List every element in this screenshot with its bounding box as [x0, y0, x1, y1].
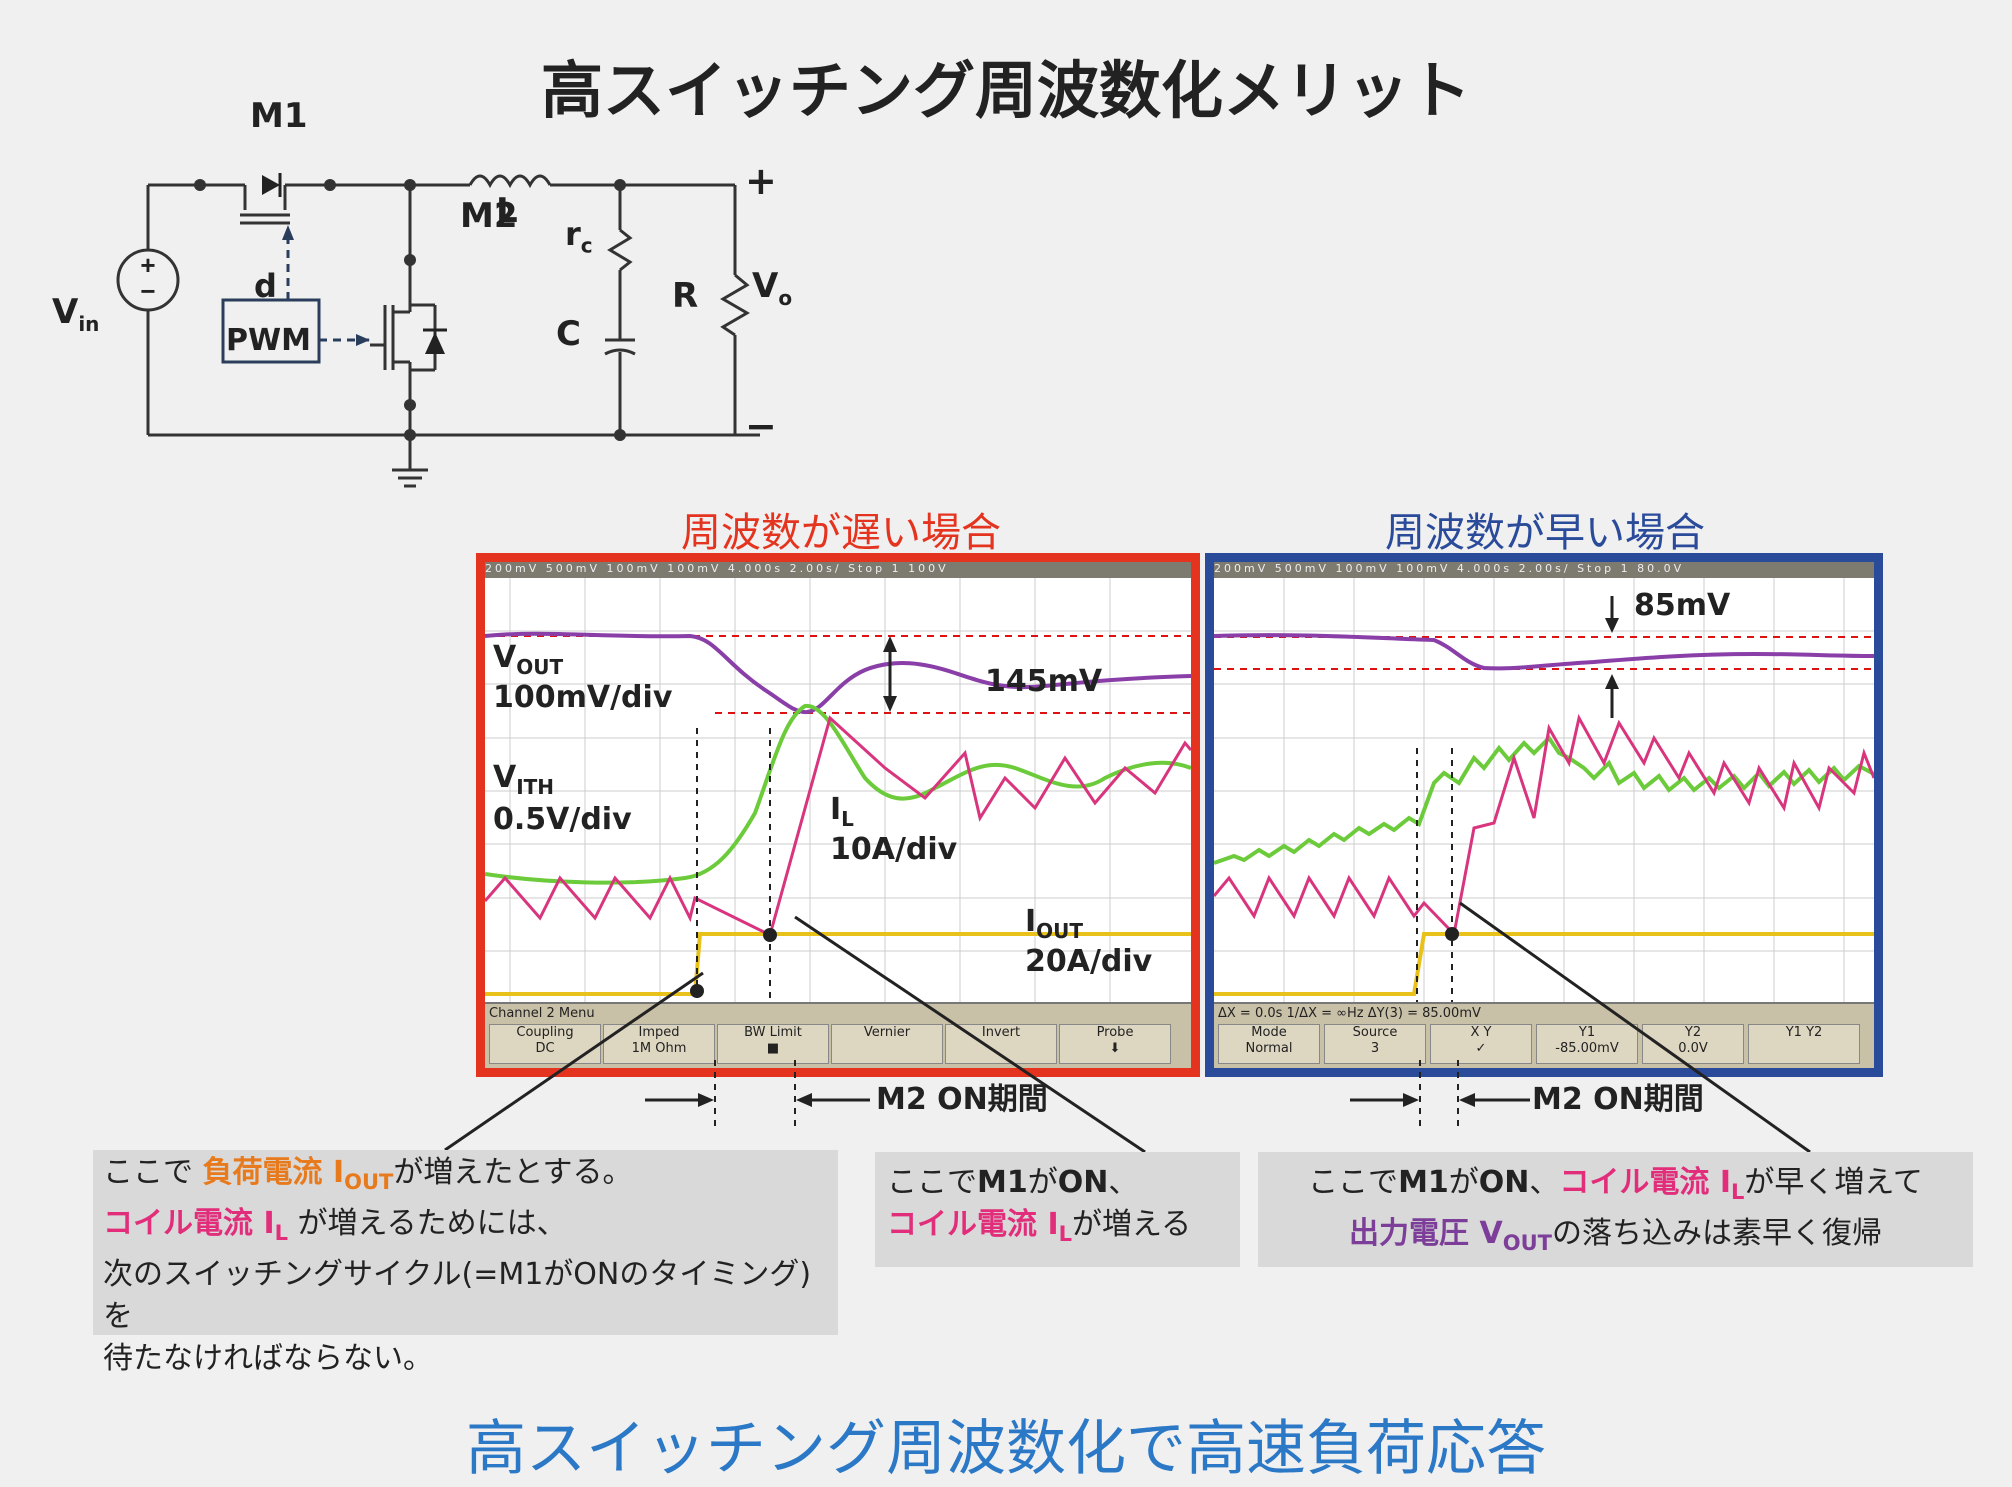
note-m1-on-fast: ここでM1がON、コイル電流 ILが早く増えて 出力電圧 VOUTの落ち込みは素…	[1258, 1152, 1973, 1267]
scope-menu-bar: ΔX = 0.0s 1/ΔX = ∞Hz ΔY(3) = 85.00mV Mod…	[1214, 1002, 1874, 1068]
fast-frequency-scope: 200mV 500mV 100mV 100mV 4.000s 2.00s/ St…	[1205, 553, 1883, 1077]
il-scale: 10A/div	[830, 832, 958, 867]
svg-text:+: +	[140, 250, 155, 280]
vout-label: VOUT	[493, 640, 564, 680]
scope-menu-bar: Channel 2 Menu Coupling DC Imped 1M Ohm …	[485, 1002, 1191, 1068]
m1-label: M1	[250, 96, 308, 136]
menu-bw-limit[interactable]: BW Limit ■	[717, 1024, 829, 1064]
m2-on-period-left: M2 ON期間	[876, 1082, 1048, 1117]
slow-waveforms	[485, 578, 1191, 1004]
buck-converter-circuit: + −	[116, 173, 760, 488]
m2-label: M2	[460, 196, 518, 236]
menu-title: Channel 2 Menu	[489, 1006, 595, 1021]
iout-label: IOUT	[1025, 904, 1084, 944]
conclusion-title: 高スイッチング周波数化で高速負荷応答	[466, 1414, 1546, 1484]
scope-status-bar: 200mV 500mV 100mV 100mV 4.000s 2.00s/ St…	[1214, 562, 1874, 578]
vout-drop-value: 145mV	[985, 664, 1103, 699]
note-load-increase: ここで 負荷電流 IOUTが増えたとする。 コイル電流 IL が増えるためには、…	[93, 1150, 838, 1376]
menu-title: ΔX = 0.0s 1/ΔX = ∞Hz ΔY(3) = 85.00mV	[1218, 1006, 1481, 1021]
vin-label: Vin	[52, 292, 100, 336]
menu-vernier[interactable]: Vernier	[831, 1024, 943, 1064]
note-m1-on-slow: ここでM1がON、 コイル電流 ILが増える	[875, 1152, 1240, 1267]
vo-label: Vo	[752, 266, 793, 310]
slow-frequency-heading: 周波数が遅い場合	[681, 510, 1001, 556]
vith-label: VITH	[493, 760, 555, 800]
pwm-label: PWM	[226, 323, 311, 358]
plus-terminal: +	[745, 159, 777, 203]
resistor-label: R	[672, 276, 699, 316]
scope-status-bar: 200mV 500mV 100mV 100mV 4.000s 2.00s/ St…	[485, 562, 1191, 578]
menu-y1[interactable]: Y1 -85.00mV	[1536, 1024, 1638, 1064]
duty-label: d	[254, 267, 277, 305]
menu-y1-y2[interactable]: Y1 Y2	[1748, 1024, 1860, 1064]
vout-drop-value-fast: 85mV	[1634, 588, 1731, 623]
minus-terminal: −	[745, 404, 777, 448]
m2-on-period-right: M2 ON期間	[1532, 1082, 1704, 1117]
fast-frequency-heading: 周波数が早い場合	[1385, 510, 1705, 556]
menu-mode[interactable]: Mode Normal	[1218, 1024, 1320, 1064]
il-label: IL	[830, 792, 854, 832]
capacitor-label: C	[556, 314, 581, 354]
vith-scale: 0.5V/div	[493, 802, 632, 837]
fast-waveforms	[1214, 578, 1874, 1004]
menu-probe[interactable]: Probe ⬇	[1059, 1024, 1171, 1064]
page-title: 高スイッチング周波数化メリット	[540, 54, 1471, 127]
vout-scale: 100mV/div	[493, 680, 673, 715]
menu-source[interactable]: Source 3	[1324, 1024, 1426, 1064]
menu-xy[interactable]: X Y ✓	[1430, 1024, 1532, 1064]
iout-scale: 20A/div	[1025, 944, 1153, 979]
svg-text:−: −	[140, 276, 155, 306]
inductor-label: L	[496, 191, 518, 231]
slow-frequency-scope: 200mV 500mV 100mV 100mV 4.000s 2.00s/ St…	[476, 553, 1200, 1077]
menu-imped[interactable]: Imped 1M Ohm	[603, 1024, 715, 1064]
rc-label: rc	[565, 215, 593, 258]
